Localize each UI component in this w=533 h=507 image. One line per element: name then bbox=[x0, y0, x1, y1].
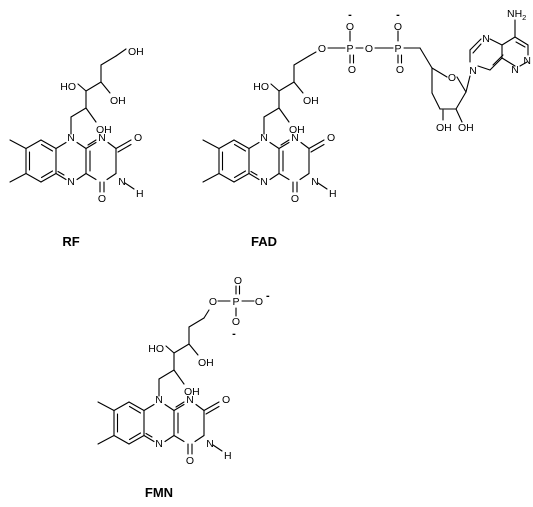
rf-oh5-label: OH bbox=[128, 46, 144, 58]
fad-ribose-oh3-label: OH bbox=[458, 122, 474, 134]
fad-pa-om-label: O bbox=[348, 64, 356, 76]
fmn-caption: FMN bbox=[145, 485, 173, 500]
fad-pa-charge: - bbox=[348, 9, 352, 21]
rf-n5-label: N bbox=[67, 176, 75, 188]
fad-pb-om-label: O bbox=[396, 64, 404, 76]
rf-oh4-label: OH bbox=[110, 95, 126, 107]
fmn-n1-label: N bbox=[186, 394, 194, 406]
rf-o4-label: O bbox=[98, 193, 106, 205]
fmn-oh4-label: OH bbox=[198, 357, 214, 369]
rf-h3-label: H bbox=[136, 188, 144, 200]
fad-oh4-label: OH bbox=[303, 95, 319, 107]
fad-pb-charge: - bbox=[396, 9, 400, 21]
fad-adenine-n7-label: N bbox=[482, 33, 490, 45]
fad-o2-label: O bbox=[327, 132, 335, 144]
fad-adenine-n9-label: N bbox=[469, 65, 477, 77]
fad-n10-label: N bbox=[260, 132, 268, 144]
fmn-p-label: P bbox=[232, 296, 239, 308]
fad-ribose-o-label: O bbox=[448, 72, 456, 84]
fad-ribose-oh2-label: OH bbox=[436, 122, 452, 134]
fad-pbridge-label: O bbox=[365, 43, 373, 55]
fad-pb-label: P bbox=[394, 43, 401, 55]
fmn-n3-label: N bbox=[206, 438, 214, 450]
fad-n5-label: N bbox=[260, 176, 268, 188]
fad-pa-label: P bbox=[346, 43, 353, 55]
rf-n10-label: N bbox=[67, 132, 75, 144]
fad-bonds bbox=[202, 19, 529, 193]
fmn-po-bottom-label: O bbox=[232, 316, 240, 328]
fmn-oh2-label: OH bbox=[184, 386, 200, 398]
fmn-charge-right: - bbox=[266, 290, 270, 302]
fad-o5-label: O bbox=[318, 43, 326, 55]
fad-structure: N N N N H O O OH HO OH O P O - O O P O -… bbox=[202, 8, 531, 249]
fad-pb-o-label: O bbox=[394, 21, 402, 33]
fad-o4-label: O bbox=[291, 193, 299, 205]
fad-oh3-label: HO bbox=[253, 81, 269, 93]
rf-atom-labels: N N N N H O O OH HO OH OH bbox=[60, 46, 144, 205]
fmn-n5-label: N bbox=[155, 438, 163, 450]
fmn-atom-labels: N N N N H O O OH HO OH O P O O - O - bbox=[148, 275, 270, 467]
fmn-h3-label: H bbox=[224, 450, 232, 462]
fmn-o5-label: O bbox=[209, 296, 217, 308]
rf-structure: N N N N H O O OH HO OH OH RF bbox=[9, 46, 144, 249]
fad-pa-o-label: O bbox=[346, 21, 354, 33]
rf-caption: RF bbox=[62, 234, 79, 249]
rf-o2-label: O bbox=[134, 132, 142, 144]
fmn-charge-bottom: - bbox=[232, 328, 236, 340]
fad-n1-label: N bbox=[291, 132, 299, 144]
fad-atom-labels: N N N N H O O OH HO OH O P O - O O P O -… bbox=[253, 8, 531, 205]
fmn-o4-label: O bbox=[186, 455, 194, 467]
fad-caption: FAD bbox=[251, 234, 277, 249]
fad-h3-label: H bbox=[329, 188, 337, 200]
fad-nh2-label: NH2 bbox=[507, 8, 526, 22]
fmn-oh3-label: HO bbox=[148, 343, 164, 355]
fmn-bonds bbox=[97, 285, 255, 455]
fad-adenine-n1-label: N bbox=[523, 55, 531, 67]
fmn-structure: N N N N H O O OH HO OH O P O O - O - FMN bbox=[97, 275, 270, 500]
fmn-po-top-label: O bbox=[234, 275, 242, 287]
fad-adenine-n3-label: N bbox=[511, 64, 519, 76]
rf-bonds bbox=[9, 48, 135, 193]
fad-n3-label: N bbox=[311, 176, 319, 188]
rf-oh2-label: OH bbox=[96, 124, 112, 136]
fad-oh2-label: OH bbox=[289, 124, 305, 136]
rf-n1-label: N bbox=[98, 132, 106, 144]
rf-oh3-label: HO bbox=[60, 81, 76, 93]
rf-n3-label: N bbox=[118, 176, 126, 188]
fmn-o2-label: O bbox=[222, 394, 230, 406]
fmn-po-right-label: O bbox=[255, 296, 263, 308]
fmn-n10-label: N bbox=[155, 394, 163, 406]
